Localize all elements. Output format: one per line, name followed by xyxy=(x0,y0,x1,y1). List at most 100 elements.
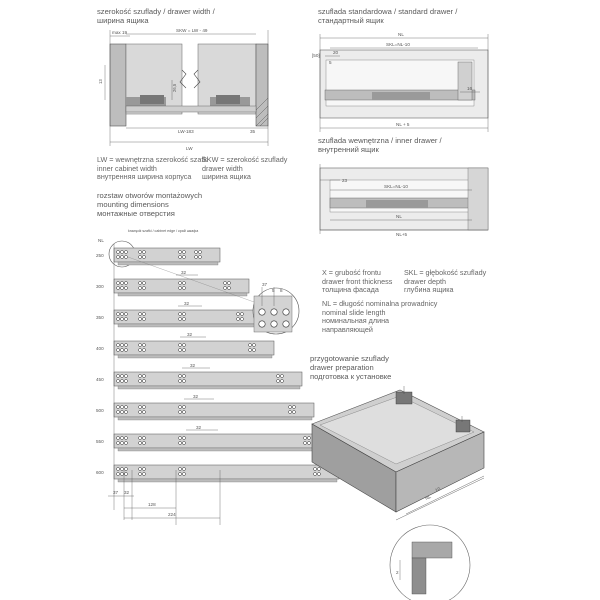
mount-hole xyxy=(178,281,182,285)
svg-text:13: 13 xyxy=(98,79,103,84)
mount-hole xyxy=(138,436,142,440)
mount-hole xyxy=(138,405,142,409)
mount-hole xyxy=(178,441,182,445)
mount-hole xyxy=(280,374,284,378)
mount-row-base xyxy=(117,261,219,266)
mount-hole xyxy=(120,374,124,378)
mount-row-label: 500 xyxy=(96,408,104,413)
mount-hole xyxy=(313,467,317,471)
mount-hole xyxy=(182,343,186,347)
svg-text:35: 35 xyxy=(250,129,256,134)
mount-row-label: 550 xyxy=(96,439,104,444)
mount-hole xyxy=(138,286,142,290)
svg-text:[50]: [50] xyxy=(312,53,320,58)
mount-hole xyxy=(142,374,146,378)
svg-text:26,5: 26,5 xyxy=(172,83,177,92)
inner-drawer-title: szuflada wewnętrzna / inner drawer /внут… xyxy=(318,136,442,155)
svg-text:37: 37 xyxy=(113,490,119,495)
mount-hole xyxy=(142,467,146,471)
svg-text:NL: NL xyxy=(398,32,404,37)
mount-hole xyxy=(182,472,186,476)
mount-hole xyxy=(182,436,186,440)
mount-hole xyxy=(178,255,182,259)
mount-hole xyxy=(182,348,186,352)
svg-text:16: 16 xyxy=(467,86,473,91)
mount-hole xyxy=(142,281,146,285)
mount-hole xyxy=(182,255,186,259)
mount-hole xyxy=(116,472,120,476)
mount-hole xyxy=(120,348,124,352)
mount-hole xyxy=(303,441,307,445)
mount-hole xyxy=(124,436,128,440)
mount-hole xyxy=(194,250,198,254)
mount-hole xyxy=(120,286,124,290)
mount-row-base xyxy=(117,292,248,297)
mount-row-rail xyxy=(113,278,250,294)
mount-hole xyxy=(276,374,280,378)
mount-hole xyxy=(120,255,124,259)
mount-hole xyxy=(292,405,296,409)
mount-hole xyxy=(116,441,120,445)
mount-hole xyxy=(120,312,124,316)
svg-text:8: 8 xyxy=(280,288,283,293)
standard-drawer-title: szuflada standardowa / standard drawer /… xyxy=(318,7,458,26)
mount-hole xyxy=(142,436,146,440)
mount-dim-label: 32 xyxy=(190,363,196,368)
mount-hole xyxy=(178,348,182,352)
svg-text:max 19: max 19 xyxy=(112,30,128,35)
mount-hole xyxy=(178,467,182,471)
mount-hole xyxy=(303,436,307,440)
svg-text:LW: LW xyxy=(186,146,193,151)
mount-hole xyxy=(223,286,227,290)
svg-text:128: 128 xyxy=(148,502,156,507)
mount-row-label: 600 xyxy=(96,470,104,475)
mount-row-rail xyxy=(113,464,340,480)
mount-hole xyxy=(124,441,128,445)
mount-hole xyxy=(142,410,146,414)
mount-hole xyxy=(116,374,120,378)
svg-text:23: 23 xyxy=(342,178,348,183)
mount-hole xyxy=(182,467,186,471)
mount-row-base xyxy=(117,385,301,390)
mount-hole xyxy=(142,379,146,383)
mount-hole xyxy=(317,472,321,476)
mount-hole xyxy=(142,317,146,321)
mount-hole xyxy=(124,317,128,321)
mount-hole xyxy=(124,255,128,259)
mount-hole xyxy=(124,348,128,352)
svg-text:NL: NL xyxy=(396,214,402,219)
mount-hole xyxy=(120,317,124,321)
drawer-width-title: szerokość szuflady / drawer width /ширин… xyxy=(97,7,215,26)
mount-hole xyxy=(138,317,142,321)
mount-hole xyxy=(178,405,182,409)
mount-hole xyxy=(138,410,142,414)
svg-text:SKW = LW - 49: SKW = LW - 49 xyxy=(176,28,208,33)
mount-hole xyxy=(142,343,146,347)
mount-hole xyxy=(240,317,244,321)
mount-hole xyxy=(178,436,182,440)
mount-hole xyxy=(120,472,124,476)
mount-hole xyxy=(120,405,124,409)
mount-hole xyxy=(288,405,292,409)
mount-hole xyxy=(142,286,146,290)
mount-row-label: 450 xyxy=(96,377,104,382)
mount-hole xyxy=(120,281,124,285)
mount-hole xyxy=(120,436,124,440)
mount-hole xyxy=(142,472,146,476)
mount-hole xyxy=(116,286,120,290)
mount-hole xyxy=(116,312,120,316)
mount-hole xyxy=(313,472,317,476)
mount-hole xyxy=(116,250,120,254)
mount-hole xyxy=(182,410,186,414)
mount-dim-label: 32 xyxy=(187,332,193,337)
mount-hole xyxy=(142,312,146,316)
svg-text:krawędź szafki / cabinet edge: krawędź szafki / cabinet edge / край шка… xyxy=(128,229,198,233)
mount-hole xyxy=(178,312,182,316)
mount-hole xyxy=(236,312,240,316)
mount-hole xyxy=(182,379,186,383)
mount-hole xyxy=(142,405,146,409)
svg-text:2: 2 xyxy=(396,570,399,575)
svg-text:5: 5 xyxy=(329,60,332,65)
